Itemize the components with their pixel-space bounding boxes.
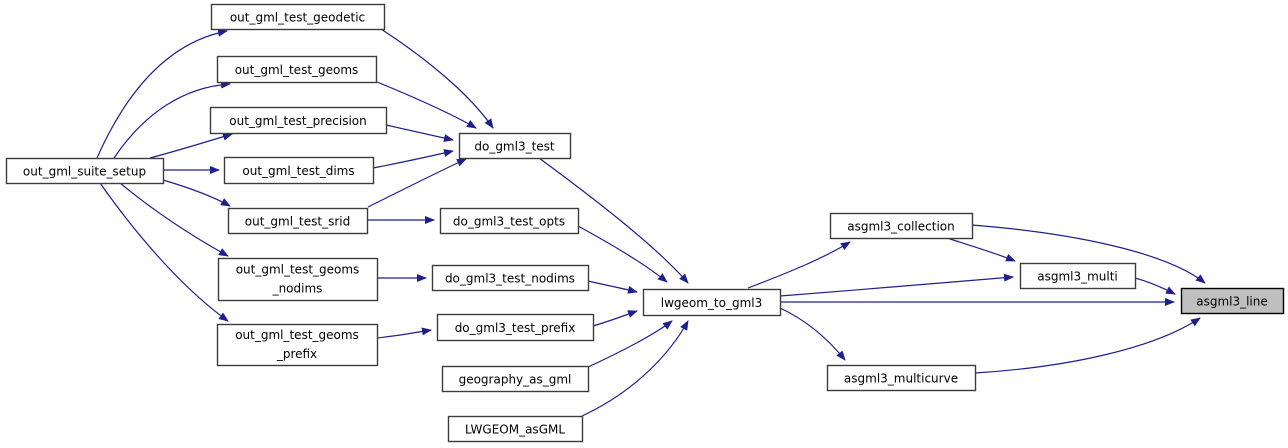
edge-out_gml_test_srid-to-do_gml3_test xyxy=(367,158,467,208)
edge-out_gml_test_precision-to-do_gml3_test xyxy=(385,124,454,142)
node-out_gml_test_dims[interactable]: out_gml_test_dims xyxy=(223,156,375,185)
node-label-out_gml_test_srid: out_gml_test_srid xyxy=(245,215,350,229)
node-box-out_gml_test_precision xyxy=(209,106,388,135)
edge-asgml3_multi-to-asgml3_line xyxy=(1134,277,1176,295)
node-box-out_gml_suite_setup xyxy=(5,157,165,185)
node-box-out_gml_test_geoms_prefix xyxy=(216,323,379,367)
edge-do_gml3_test_nodims-to-lwgeom_to_gml3 xyxy=(587,280,638,294)
node-label-geography_as_gml: geography_as_gml xyxy=(459,373,572,387)
node-do_gml3_test_opts[interactable]: do_gml3_test_opts xyxy=(439,207,580,235)
node-box-asgml3_collection xyxy=(829,212,974,240)
node-box-do_gml3_test xyxy=(458,132,572,160)
node-label-asgml3_multicurve: asgml3_multicurve xyxy=(844,372,958,386)
node-label-out_gml_test_geodetic: out_gml_test_geodetic xyxy=(230,11,365,25)
node-do_gml3_test_nodims[interactable]: do_gml3_test_nodims xyxy=(431,264,590,292)
node-asgml3_multi[interactable]: asgml3_multi xyxy=(1019,262,1137,290)
node-label-out_gml_test_geoms_prefix-line2: _prefix xyxy=(276,347,317,361)
node-do_gml3_test[interactable]: do_gml3_test xyxy=(458,132,572,160)
edge-out_gml_test_geoms_prefix-to-do_gml3_test_prefix xyxy=(376,327,432,339)
node-out_gml_test_srid[interactable]: out_gml_test_srid xyxy=(227,207,369,235)
edge-out_gml_suite_setup-to-out_gml_test_geodetic xyxy=(96,28,228,159)
node-geography_as_gml[interactable]: geography_as_gml xyxy=(441,365,590,393)
edge-asgml3_collection-to-asgml3_line xyxy=(971,224,1206,284)
node-label-asgml3_line: asgml3_line xyxy=(1196,295,1268,309)
edge-out_gml_suite_setup-to-out_gml_test_srid xyxy=(162,179,231,207)
node-box-geography_as_gml xyxy=(441,365,590,393)
node-label-out_gml_test_geoms_nodims-line1: out_gml_test_geoms xyxy=(236,263,360,277)
node-label-asgml3_collection: asgml3_collection xyxy=(847,220,954,234)
node-asgml3_line[interactable]: asgml3_line xyxy=(1180,287,1285,315)
node-box-asgml3_line xyxy=(1180,287,1285,315)
edge-geography_as_gml-to-lwgeom_to_gml3 xyxy=(587,320,673,368)
node-asgml3_multicurve[interactable]: asgml3_multicurve xyxy=(826,364,977,392)
node-label-do_gml3_test_nodims: do_gml3_test_nodims xyxy=(445,272,575,286)
node-out_gml_test_precision[interactable]: out_gml_test_precision xyxy=(209,106,388,135)
edge-out_gml_suite_setup-to-out_gml_test_geoms_prefix xyxy=(99,182,229,322)
edge-out_gml_suite_setup-to-out_gml_test_geoms_nodims xyxy=(119,182,229,257)
edge-do_gml3_test-to-lwgeom_to_gml3 xyxy=(538,157,689,284)
node-box-do_gml3_test_nodims xyxy=(431,264,590,292)
node-box-asgml3_multi xyxy=(1019,262,1137,290)
node-label-do_gml3_test: do_gml3_test xyxy=(474,140,555,154)
node-label-out_gml_suite_setup: out_gml_suite_setup xyxy=(23,165,146,179)
node-label-do_gml3_test_opts: do_gml3_test_opts xyxy=(453,215,565,229)
node-label-do_gml3_test_prefix: do_gml3_test_prefix xyxy=(455,321,576,335)
edge-out_gml_test_geodetic-to-do_gml3_test xyxy=(380,28,494,129)
node-box-out_gml_test_dims xyxy=(223,156,375,185)
edge-out_gml_suite_setup-to-out_gml_test_precision xyxy=(149,132,233,159)
edge-asgml3_multicurve-to-asgml3_line xyxy=(974,317,1201,374)
node-layer: out_gml_suite_setup out_gml_test_geodetic… xyxy=(5,3,1285,443)
node-out_gml_test_geoms[interactable]: out_gml_test_geoms xyxy=(216,55,378,84)
node-box-out_gml_test_srid xyxy=(227,207,369,235)
node-label-out_gml_test_geoms_nodims-line2: _nodims xyxy=(272,282,323,296)
edge-do_gml3_test_opts-to-lwgeom_to_gml3 xyxy=(577,225,668,283)
node-asgml3_collection[interactable]: asgml3_collection xyxy=(829,212,974,240)
node-out_gml_test_geoms_prefix[interactable]: out_gml_test_geoms _prefix xyxy=(216,323,379,367)
node-box-asgml3_multicurve xyxy=(826,364,977,392)
edge-out_gml_suite_setup-to-out_gml_test_geoms xyxy=(113,80,231,159)
node-label-out_gml_test_geoms: out_gml_test_geoms xyxy=(235,63,359,77)
node-out_gml_suite_setup[interactable]: out_gml_suite_setup xyxy=(5,157,165,185)
edge-out_gml_test_geoms-to-do_gml3_test xyxy=(376,81,477,129)
node-LWGEOM_asGML[interactable]: LWGEOM_asGML xyxy=(447,415,584,443)
node-box-out_gml_test_geodetic xyxy=(210,3,386,31)
edge-asgml3_collection-to-asgml3_multi xyxy=(946,237,1016,262)
edge-LWGEOM_asGML-to-lwgeom_to_gml3 xyxy=(581,320,689,417)
node-box-do_gml3_test_prefix xyxy=(436,313,595,342)
node-lwgeom_to_gml3[interactable]: lwgeom_to_gml3 xyxy=(642,288,782,317)
node-label-out_gml_test_precision: out_gml_test_precision xyxy=(229,114,366,128)
node-box-out_gml_test_geoms_nodims xyxy=(217,257,379,302)
edge-lwgeom_to_gml3-to-asgml3_collection xyxy=(747,241,851,289)
edge-lwgeom_to_gml3-to-asgml3_multi xyxy=(779,273,1014,297)
node-label-out_gml_test_geoms_prefix-line1: out_gml_test_geoms xyxy=(235,328,359,342)
edge-out_gml_test_dims-to-do_gml3_test xyxy=(372,149,454,169)
node-label-LWGEOM_asGML: LWGEOM_asGML xyxy=(465,423,565,437)
node-label-lwgeom_to_gml3: lwgeom_to_gml3 xyxy=(661,296,763,310)
node-label-asgml3_multi: asgml3_multi xyxy=(1037,270,1118,284)
node-box-do_gml3_test_opts xyxy=(439,207,580,235)
node-box-out_gml_test_geoms xyxy=(216,55,378,84)
node-out_gml_test_geoms_nodims[interactable]: out_gml_test_geoms _nodims xyxy=(217,257,379,302)
node-out_gml_test_geodetic[interactable]: out_gml_test_geodetic xyxy=(210,3,386,31)
node-box-lwgeom_to_gml3 xyxy=(642,288,782,317)
node-label-out_gml_test_dims: out_gml_test_dims xyxy=(242,164,354,178)
node-box-LWGEOM_asGML xyxy=(447,415,584,443)
edge-layer xyxy=(96,28,1206,417)
node-do_gml3_test_prefix[interactable]: do_gml3_test_prefix xyxy=(436,313,595,342)
edge-lwgeom_to_gml3-to-asgml3_multicurve xyxy=(779,307,846,361)
edge-do_gml3_test_prefix-to-lwgeom_to_gml3 xyxy=(592,310,638,327)
